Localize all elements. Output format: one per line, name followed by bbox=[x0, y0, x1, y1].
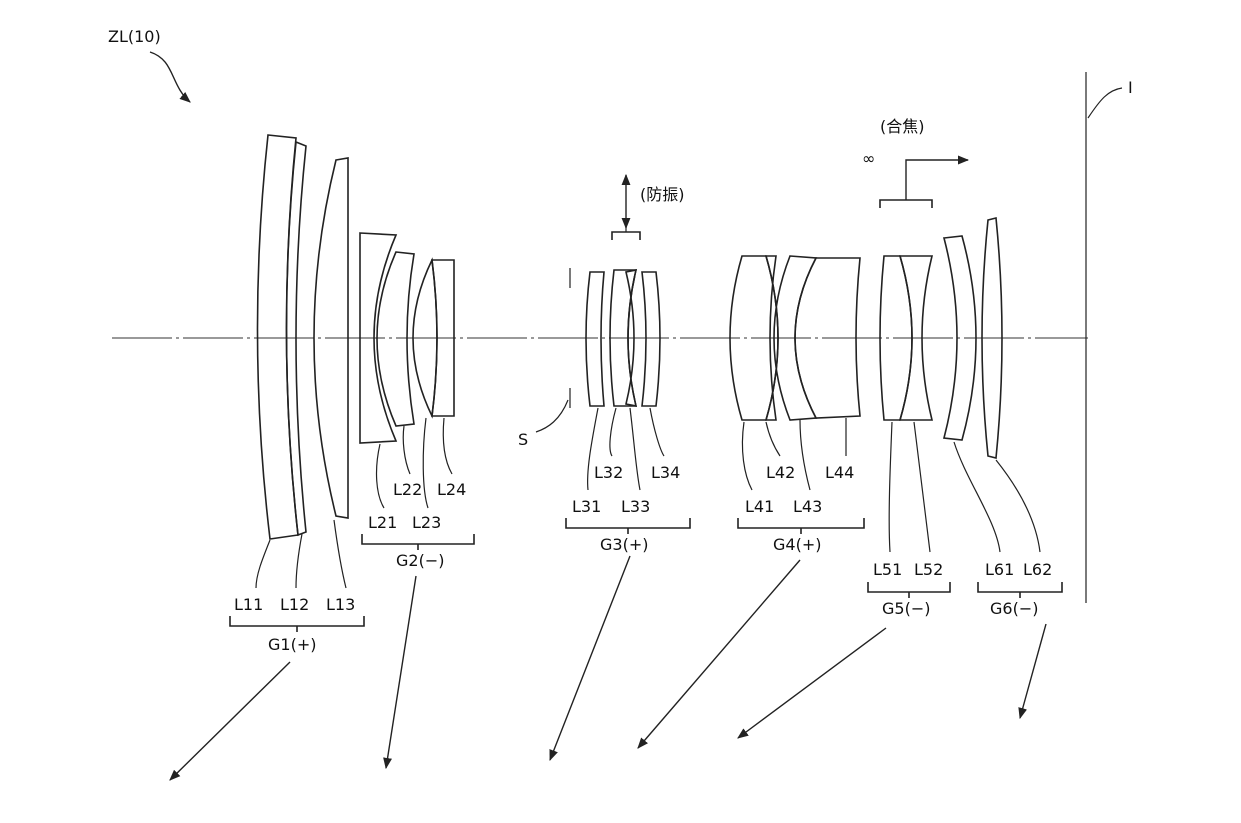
label-L13: L13 bbox=[326, 595, 355, 614]
bracket-G6 bbox=[977, 582, 1063, 598]
g2-move-arrow bbox=[383, 575, 417, 770]
lens-L13 bbox=[313, 157, 349, 519]
g4-move-arrow bbox=[637, 559, 801, 749]
group-label-G1: G1(+) bbox=[268, 635, 316, 654]
label-L52: L52 bbox=[914, 560, 943, 579]
label-L33: L33 bbox=[621, 497, 650, 516]
label-L41: L41 bbox=[745, 497, 774, 516]
lens-L61 bbox=[942, 235, 977, 441]
label-L62: L62 bbox=[1023, 560, 1052, 579]
label-L23: L23 bbox=[412, 513, 441, 532]
label-L51: L51 bbox=[873, 560, 902, 579]
lens-L34 bbox=[641, 271, 661, 407]
lens-L52 bbox=[898, 255, 934, 421]
lens-L24 bbox=[431, 259, 455, 417]
lens-L62 bbox=[981, 216, 1003, 460]
vr-bracket bbox=[611, 231, 641, 240]
lens-L42 bbox=[764, 255, 779, 421]
bracket-G1 bbox=[229, 616, 365, 632]
infinity-symbol: ∞ bbox=[862, 149, 875, 168]
lens-L33 bbox=[625, 268, 638, 408]
bracket-G5 bbox=[867, 582, 951, 598]
label-L42: L42 bbox=[766, 463, 795, 482]
focus-arrow bbox=[905, 155, 970, 200]
figure-label-leader bbox=[149, 51, 191, 103]
label-L43: L43 bbox=[793, 497, 822, 516]
lens-leaders bbox=[255, 407, 1041, 589]
image-plane-label: I bbox=[1128, 78, 1133, 97]
focus-bracket bbox=[879, 199, 933, 208]
bracket-G2 bbox=[361, 534, 475, 550]
bracket-G4 bbox=[737, 518, 865, 534]
stop-leader bbox=[535, 399, 569, 433]
stop-label: S bbox=[518, 430, 528, 449]
lens-L22 bbox=[376, 251, 415, 427]
group-label-G3: G3(+) bbox=[600, 535, 648, 554]
label-L34: L34 bbox=[651, 463, 680, 482]
label-L61: L61 bbox=[985, 560, 1014, 579]
group-label-G6: G6(−) bbox=[990, 599, 1038, 618]
image-plane-leader bbox=[1087, 87, 1123, 119]
label-L44: L44 bbox=[825, 463, 854, 482]
focus-label: (合焦) bbox=[880, 117, 925, 136]
group-label-G2: G2(−) bbox=[396, 551, 444, 570]
label-L32: L32 bbox=[594, 463, 623, 482]
label-L12: L12 bbox=[280, 595, 309, 614]
lens-L31 bbox=[585, 271, 605, 407]
label-L22: L22 bbox=[393, 480, 422, 499]
g1-move-arrow bbox=[169, 661, 291, 781]
lens-L21 bbox=[359, 232, 398, 444]
lens-L44 bbox=[794, 257, 861, 419]
g3-move-arrow bbox=[549, 555, 631, 762]
bracket-G3 bbox=[565, 518, 691, 534]
label-L21: L21 bbox=[368, 513, 397, 532]
label-L11: L11 bbox=[234, 595, 263, 614]
figure-label: ZL(10) bbox=[108, 27, 161, 46]
g5-move-arrow bbox=[737, 627, 887, 739]
label-L31: L31 bbox=[572, 497, 601, 516]
label-L24: L24 bbox=[437, 480, 466, 499]
group-label-G4: G4(+) bbox=[773, 535, 821, 554]
lens-L12 bbox=[285, 140, 307, 537]
group-label-G5: G5(−) bbox=[882, 599, 930, 618]
vibration-label: (防振) bbox=[640, 185, 685, 204]
g6-move-arrow bbox=[1018, 623, 1047, 720]
